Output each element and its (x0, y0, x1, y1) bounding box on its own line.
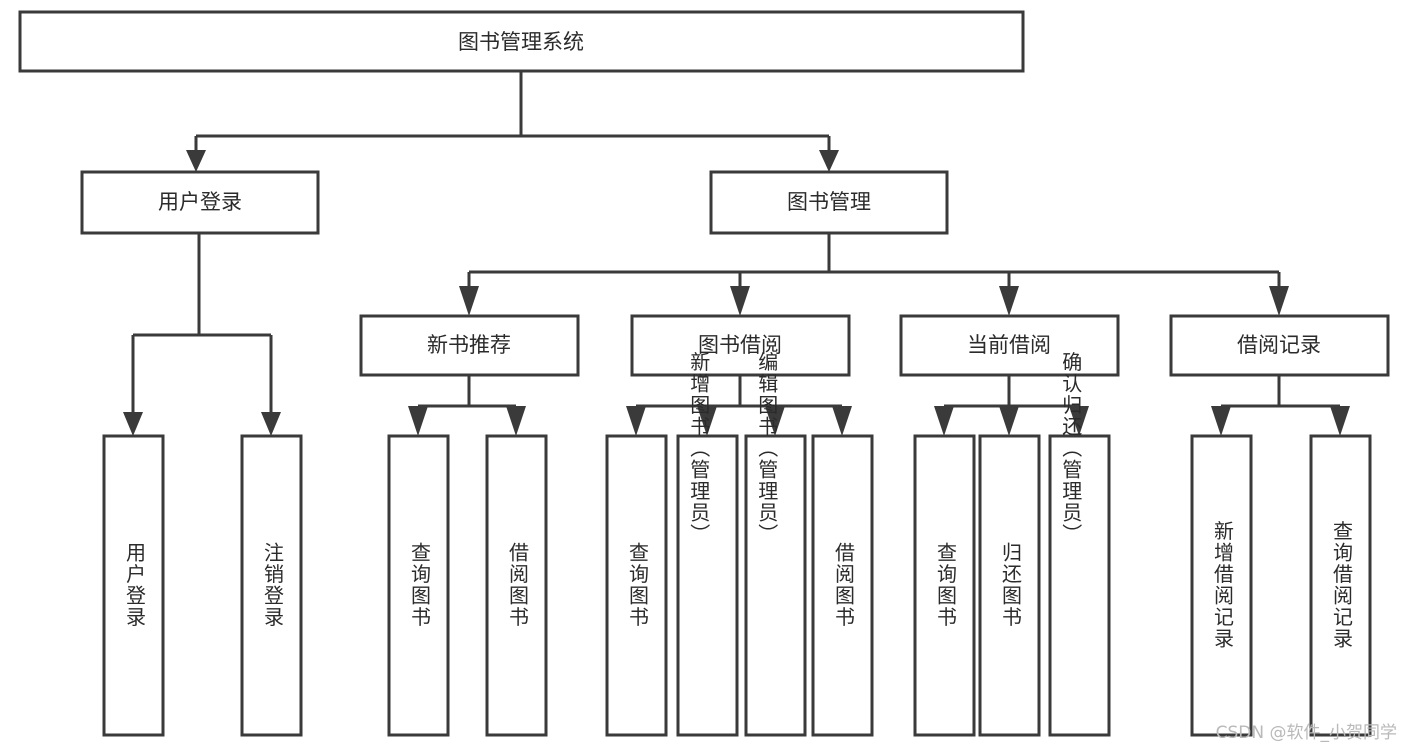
arrow-head-book-manage (819, 150, 839, 172)
node-leaf-query-book-2-box[interactable] (605, 434, 668, 737)
node-leaf-query-record-label: 查询借阅记录 (1330, 520, 1354, 649)
node-user-login[interactable]: 用户登录 (80, 170, 320, 235)
arrow-head-borrow-record (1269, 286, 1289, 316)
arrow-head-leaf-edit-book (765, 406, 785, 436)
node-leaf-confirm-return-box[interactable] (1048, 434, 1111, 737)
node-leaf-add-record-box[interactable] (1190, 434, 1253, 737)
arrow-head-leaf-borrow-book-1 (506, 406, 526, 436)
node-leaf-user-login-box[interactable] (102, 434, 165, 737)
node-leaf-edit-book[interactable]: 编辑图书（管理员） (744, 351, 807, 737)
arrow-head-leaf-user-login (123, 412, 143, 436)
node-user-login-box[interactable] (80, 170, 320, 235)
node-leaf-query-book-1[interactable]: 查询图书 (387, 434, 450, 737)
arrow-head-new-book-rec (459, 286, 479, 316)
arrow-head-user-login (186, 150, 206, 172)
node-leaf-borrow-book-1-box[interactable] (485, 434, 548, 737)
node-book-borrow-box[interactable] (630, 314, 851, 377)
arrow-head-leaf-add-book (697, 406, 717, 436)
node-leaf-borrow-book-2[interactable]: 借阅图书 (811, 434, 874, 737)
node-user-login-label: 用户登录 (158, 190, 242, 214)
node-current-borrow-label: 当前借阅 (967, 333, 1051, 357)
node-leaf-query-record[interactable]: 查询借阅记录 (1309, 434, 1372, 737)
node-leaf-query-book-2[interactable]: 查询图书 (605, 434, 668, 737)
node-current-borrow-box[interactable] (899, 314, 1120, 377)
connector-group-current-borrow (934, 375, 1089, 436)
node-leaf-borrow-book-1-label: 借阅图书 (506, 542, 530, 628)
connector-group-borrow-record (1211, 375, 1350, 436)
arrow-head-leaf-add-record (1211, 406, 1231, 436)
node-leaf-borrow-book-2-box[interactable] (811, 434, 874, 737)
arrow-head-leaf-query-book-2 (626, 406, 646, 436)
node-leaf-add-book-label: 新增图书（管理员） (687, 351, 711, 545)
node-leaf-edit-book-label: 编辑图书（管理员） (755, 351, 779, 545)
node-leaf-add-record[interactable]: 新增借阅记录 (1190, 434, 1253, 737)
node-new-book-rec-box[interactable] (359, 314, 580, 377)
node-book-manage[interactable]: 图书管理 (709, 170, 949, 235)
node-leaf-query-book-1-label: 查询图书 (408, 542, 432, 628)
node-leaf-add-record-label: 新增借阅记录 (1211, 520, 1235, 649)
node-leaf-logout-box[interactable] (240, 434, 303, 737)
node-leaf-user-login[interactable]: 用户登录 (102, 434, 165, 737)
node-leaf-query-book-2-label: 查询图书 (626, 542, 650, 628)
node-root-box[interactable] (18, 10, 1025, 73)
node-book-manage-box[interactable] (709, 170, 949, 235)
node-leaf-return-book-label: 归还图书 (999, 542, 1023, 628)
arrow-head-leaf-confirm-return (1069, 406, 1089, 436)
arrow-head-leaf-borrow-book-2 (832, 406, 852, 436)
node-new-book-rec-label: 新书推荐 (427, 333, 511, 357)
node-root-label: 图书管理系统 (458, 30, 584, 54)
node-leaf-query-book-3[interactable]: 查询图书 (913, 434, 976, 737)
node-leaf-return-book-box[interactable] (978, 434, 1041, 737)
node-leaf-confirm-return[interactable]: 确认归还（管理员） (1048, 351, 1111, 737)
node-leaf-borrow-book-2-label: 借阅图书 (832, 542, 856, 628)
node-leaf-add-book-box[interactable] (676, 434, 739, 737)
node-root[interactable]: 图书管理系统 (18, 10, 1025, 73)
arrow-head-leaf-return-book (999, 406, 1019, 436)
node-borrow-record-label: 借阅记录 (1237, 333, 1321, 357)
node-leaf-query-book-3-box[interactable] (913, 434, 976, 737)
node-leaf-borrow-book-1[interactable]: 借阅图书 (485, 434, 548, 737)
arrow-head-leaf-query-book-3 (934, 406, 954, 436)
arrow-head-current-borrow (999, 286, 1019, 316)
node-leaf-query-book-3-label: 查询图书 (934, 542, 958, 628)
node-leaf-query-record-box[interactable] (1309, 434, 1372, 737)
node-borrow-record-box[interactable] (1169, 314, 1390, 377)
connector-group-book-borrow (626, 375, 852, 436)
node-leaf-logout-label: 注销登录 (261, 542, 285, 628)
node-book-manage-label: 图书管理 (787, 190, 871, 214)
connector-group-user-login (123, 233, 281, 436)
node-current-borrow[interactable]: 当前借阅 (899, 314, 1120, 377)
node-new-book-rec[interactable]: 新书推荐 (359, 314, 580, 377)
node-borrow-record[interactable]: 借阅记录 (1169, 314, 1390, 377)
arrow-head-leaf-query-record (1330, 406, 1350, 436)
arrow-head-book-borrow (730, 286, 750, 316)
node-book-borrow[interactable]: 图书借阅 (630, 314, 851, 377)
connector-group-root (186, 71, 839, 172)
node-leaf-add-book[interactable]: 新增图书（管理员） (676, 351, 739, 737)
node-book-borrow-label: 图书借阅 (698, 333, 782, 357)
node-leaf-confirm-return-label: 确认归还（管理员） (1059, 351, 1083, 545)
node-leaf-edit-book-box[interactable] (744, 434, 807, 737)
arrow-head-leaf-query-book-1 (408, 406, 428, 436)
arrow-head-leaf-logout (261, 412, 281, 436)
node-leaf-return-book[interactable]: 归还图书 (978, 434, 1041, 737)
node-leaf-user-login-label: 用户登录 (123, 542, 147, 628)
connector-group-book-manage (459, 233, 1289, 316)
node-leaf-query-book-1-box[interactable] (387, 434, 450, 737)
connector-group-new-book-rec (408, 375, 526, 436)
node-leaf-logout[interactable]: 注销登录 (240, 434, 303, 737)
